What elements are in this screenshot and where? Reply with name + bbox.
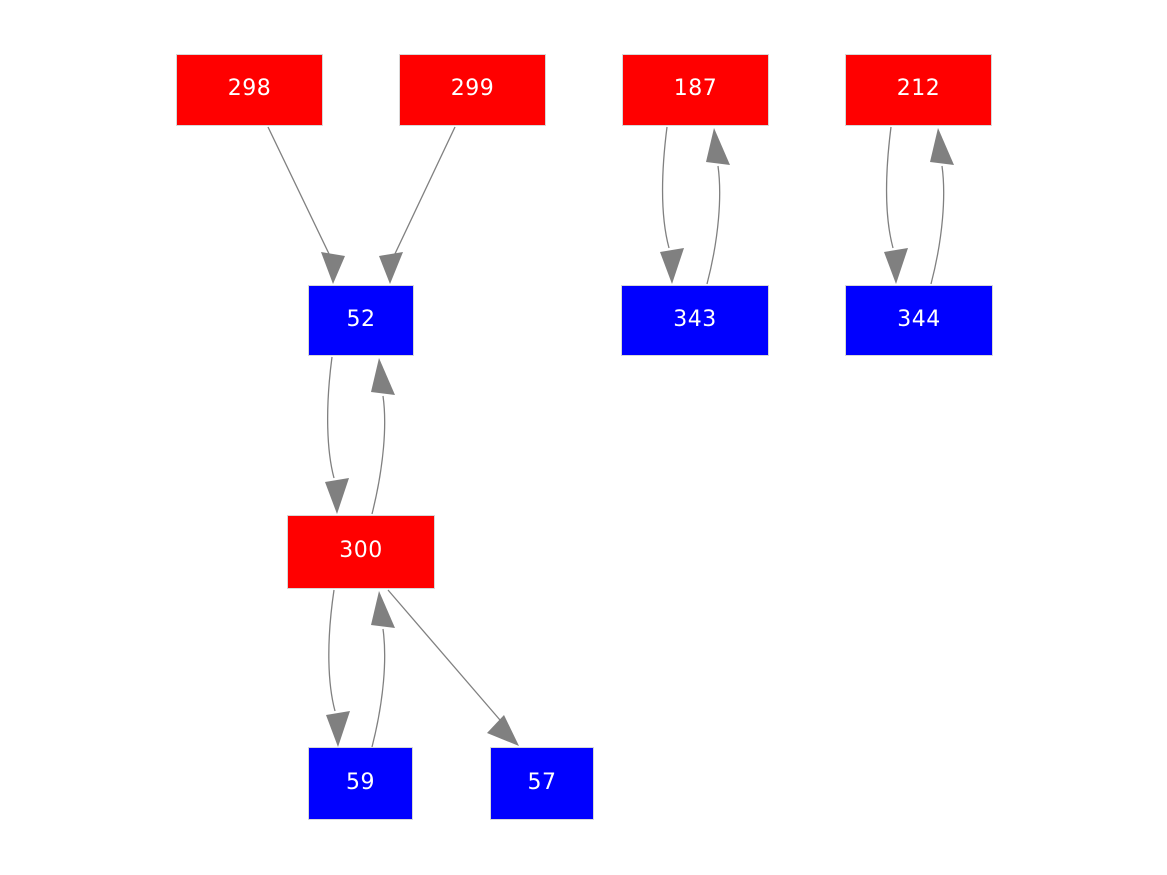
node-344[interactable]: 344 (845, 285, 993, 356)
edge-298-to-52 (267, 126, 345, 284)
node-label: 212 (896, 76, 941, 101)
node-57[interactable]: 57 (490, 747, 594, 820)
edge-343-to-187 (706, 128, 730, 285)
node-187[interactable]: 187 (622, 54, 769, 126)
edge-187-to-343 (660, 126, 684, 284)
node-label: 59 (346, 769, 375, 795)
node-212[interactable]: 212 (845, 54, 992, 126)
node-300[interactable]: 300 (287, 515, 435, 589)
edge-52-to-300 (325, 356, 349, 514)
node-label: 344 (897, 306, 941, 332)
node-label: 300 (339, 538, 383, 563)
edge-212-to-344 (884, 126, 908, 284)
node-label: 187 (673, 76, 718, 101)
node-59[interactable]: 59 (308, 747, 413, 820)
node-299[interactable]: 299 (399, 54, 546, 126)
edge-300-to-52 (371, 358, 395, 515)
node-label: 299 (450, 76, 495, 101)
node-label: 343 (673, 306, 717, 332)
node-label: 57 (527, 769, 557, 795)
edge-344-to-212 (930, 128, 954, 285)
edge-300-to-59 (326, 589, 350, 747)
edge-59-to-300 (371, 591, 395, 748)
edge-299-to-52 (379, 126, 456, 284)
edge-300-to-57 (387, 589, 519, 746)
node-343[interactable]: 343 (621, 285, 769, 356)
node-label: 52 (346, 306, 376, 332)
node-298[interactable]: 298 (176, 54, 323, 126)
node-52[interactable]: 52 (308, 285, 414, 356)
node-label: 298 (227, 76, 272, 101)
